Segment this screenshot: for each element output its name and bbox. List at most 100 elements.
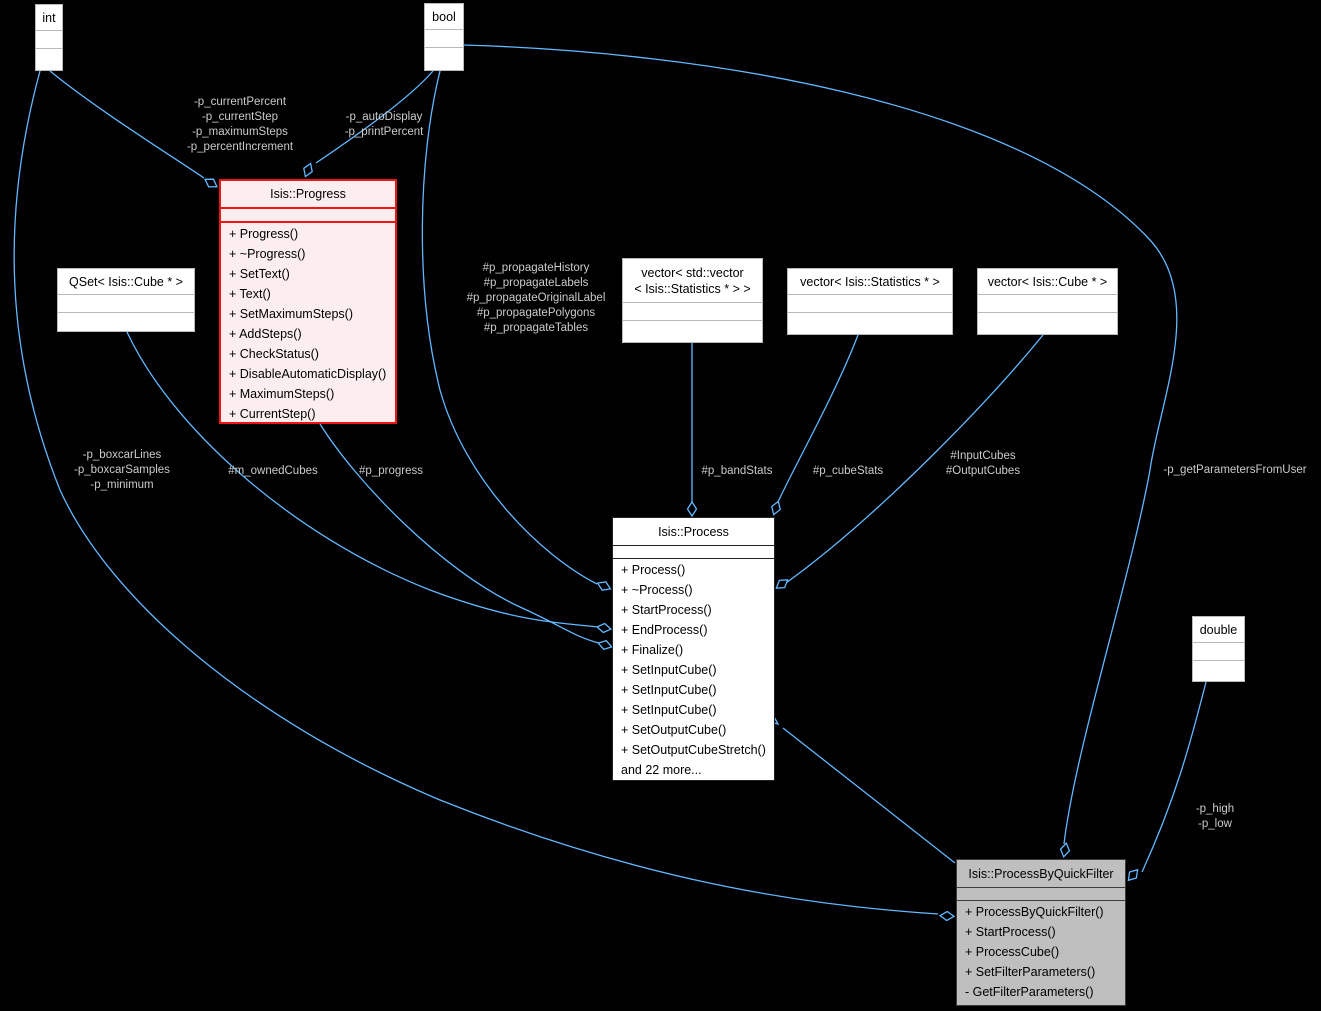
method-row: + ProcessCube() [965,945,1060,959]
attributes-section [957,888,1125,901]
method-row: + SetInputCube() [621,703,717,717]
class-node-double[interactable]: double [1192,616,1245,682]
class-title-line: vector< std::vector [641,265,744,280]
class-title: QSet< Isis::Cube * > [58,269,194,295]
class-node-vector-vector-statistics[interactable]: vector< std::vector< Isis::Statistics * … [622,258,763,343]
attributes-section [58,295,194,313]
attributes-section [978,295,1117,313]
edge-label-int-to-quickfilter: -p_boxcarLines-p_boxcarSamples-p_minimum [74,448,170,493]
class-node-vector-cube[interactable]: vector< Isis::Cube * > [977,268,1118,335]
edge-label-qset-to-process: #m_ownedCubes [228,464,318,479]
edge-label-line: #OutputCubes [945,465,1021,477]
class-title: bool [425,4,463,30]
edge-label-line: #p_propagateOriginalLabel [466,292,606,304]
method-row: + SetOutputCube() [621,723,727,737]
edge-label-line: -p_getParametersFromUser [1163,464,1307,476]
methods-section: + ProcessByQuickFilter() + StartProcess()… [957,901,1125,1005]
class-title: Isis::Process [613,518,774,546]
edge-label-line: -p_high [1195,803,1235,815]
class-node-bool[interactable]: bool [424,3,464,71]
method-row: + SetFilterParameters() [965,965,1096,979]
attributes-section [623,303,762,321]
edge-label-line: -p_percentIncrement [186,141,294,153]
edge-qset-to-process [126,331,599,628]
edge-label-line: -p_maximumSteps [192,126,288,138]
method-row: + SetMaximumSteps() [229,307,353,321]
methods-section [425,48,463,66]
methods-section [788,313,952,331]
edge-label-line: #p_propagateTables [483,322,589,334]
class-node-isis-progress[interactable]: Isis::Progress + Progress()+ ~Progress()… [219,179,397,424]
class-title: int [36,5,62,31]
edge-vcube-to-process [785,334,1044,584]
method-row: + CurrentStep() [229,407,316,421]
edge-label-vstats-to-process: #p_cubeStats [813,464,883,479]
methods-section: + Progress()+ ~Progress()+ SetText()+ Te… [221,223,395,422]
method-row: + ProcessByQuickFilter() [965,905,1104,919]
class-title: Isis::Progress [221,181,395,209]
edge-label-line: #p_cubeStats [812,465,884,477]
edge-label-line: -p_printPercent [344,126,424,138]
class-title: vector< Isis::Statistics * > [788,269,952,295]
class-node-isis-processbyquickfilter[interactable]: Isis::ProcessByQuickFilter + ProcessByQu… [956,859,1126,1006]
methods-section [623,321,762,339]
edge-label-line: #p_propagateHistory [482,262,590,274]
edge-int-to-progress [49,70,205,179]
method-row: + AddSteps() [229,327,302,341]
class-node-int[interactable]: int [35,4,63,71]
method-row: + StartProcess() [621,603,712,617]
edge-bool-to-process [421,70,598,585]
class-node-isis-process[interactable]: Isis::Process + Process()+ ~Process()+ S… [612,517,775,781]
aggregation-diamond [204,178,218,188]
attributes-section [36,31,62,49]
method-row: and 22 more... [621,763,702,777]
edge-label-line: -p_minimum [90,479,154,491]
edge-bool-to-quickfilter [462,44,1178,845]
edge-int-to-quickfilter [13,70,939,915]
method-row: + MaximumSteps() [229,387,335,401]
edge-label-double-to-quickfilter: -p_high-p_low [1196,802,1234,832]
edge-label-line: #InputCubes [950,450,1016,462]
method-row: + SetInputCube() [621,683,717,697]
method-row: + EndProcess() [621,623,708,637]
class-node-vector-statistics[interactable]: vector< Isis::Statistics * > [787,268,953,335]
aggregation-diamond [1059,841,1071,859]
aggregation-diamond [771,500,781,516]
methods-section [36,49,62,67]
attributes-section [221,209,395,223]
class-title: double [1193,617,1244,643]
aggregation-diamond [596,581,612,591]
class-title: vector< std::vector< Isis::Statistics * … [623,259,762,303]
edge-label-vcube-to-process: #InputCubes #OutputCubes [946,449,1020,479]
edge-double-to-quickfilter [1141,681,1207,873]
methods-section [1193,661,1244,679]
edge-label-line: -p_currentPercent [193,96,287,108]
aggregation-diamond [597,639,613,651]
method-row: + SetOutputCubeStretch() [621,743,766,757]
method-row: + DisableAutomaticDisplay() [229,367,387,381]
edge-label-bool-to-quickfilter: -p_getParametersFromUser [1163,463,1306,478]
method-row: + SetText() [229,267,290,281]
method-row: + ~Progress() [229,247,306,261]
methods-section [978,313,1117,331]
edge-label-vvstats-to-process: #p_bandStats [702,464,773,479]
aggregation-diamond [775,579,789,589]
method-row: + Process() [621,563,686,577]
aggregation-diamond [686,500,698,518]
method-row: + SetInputCube() [621,663,717,677]
edge-label-line: #p_progress [359,465,423,477]
aggregation-diamond [1127,868,1139,882]
edge-label-line: #m_ownedCubes [228,465,318,477]
attributes-section [613,546,774,559]
method-row: - GetFilterParameters() [965,985,1094,999]
attributes-section [425,30,463,48]
method-row: + StartProcess() [965,925,1056,939]
class-node-qset-cube[interactable]: QSet< Isis::Cube * > [57,268,195,332]
edge-label-bool-to-progress: -p_autoDisplay-p_printPercent [345,110,424,140]
methods-section: + Process()+ ~Process()+ StartProcess()+… [613,559,774,780]
method-row: + CheckStatus() [229,347,319,361]
attributes-section [788,295,952,313]
class-title-line: < Isis::Statistics * > > [634,281,751,296]
